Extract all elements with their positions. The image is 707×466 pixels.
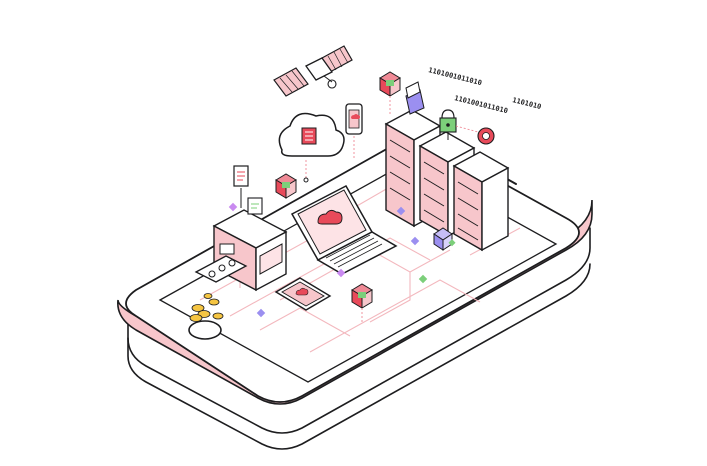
folder-icon (405, 81, 425, 115)
vending-machine-icon (194, 209, 288, 292)
server-rack-icon (384, 109, 510, 252)
cube-icon (228, 71, 456, 324)
laptop-icon (290, 185, 398, 275)
coin-icon (189, 293, 224, 322)
tablet-icon (274, 277, 332, 311)
mobile-device-icon (345, 103, 363, 160)
shield-ring-icon (455, 125, 495, 145)
satellite-icon (273, 45, 353, 97)
lock-icon (439, 109, 457, 140)
cloud-icon (278, 112, 345, 183)
home-button (188, 320, 222, 340)
document-icon (233, 165, 263, 215)
binary-text-2: 1101001011010 (454, 94, 509, 115)
binary-code: 1101001011010 1101001011010 1101010 (428, 66, 543, 115)
binary-text-1: 1101001011010 (428, 66, 483, 87)
binary-text-3: 1101010 (512, 96, 543, 111)
